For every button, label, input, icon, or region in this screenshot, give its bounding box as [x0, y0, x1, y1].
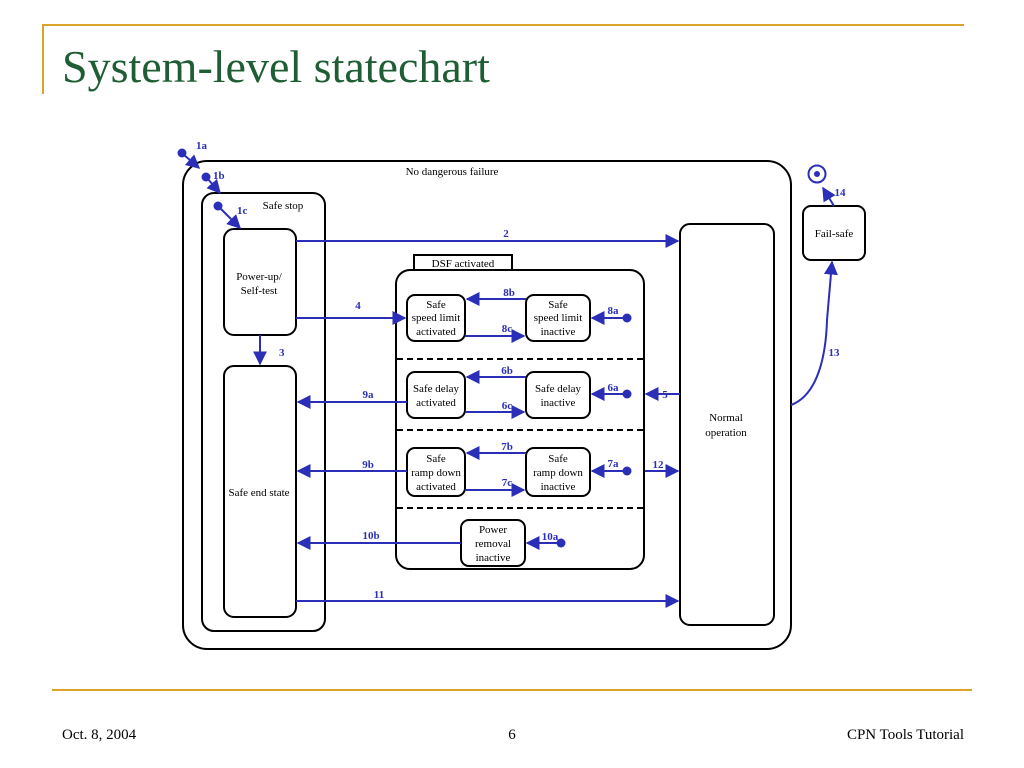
- transition-1b: [206, 177, 221, 195]
- label-12: 12: [653, 459, 665, 471]
- label-6b: 6b: [501, 365, 513, 377]
- state-sd-inactive-label-2: inactive: [541, 397, 576, 409]
- label-14: 14: [835, 187, 847, 199]
- label-13: 13: [829, 347, 841, 359]
- state-sd-activated-label-1: Safe delay: [413, 383, 460, 395]
- state-power-up-label-2: Self-test: [241, 285, 278, 297]
- state-srd-inactive-label-2: ramp down: [533, 467, 583, 479]
- transition-1a: [182, 153, 201, 169]
- state-ssl-activated: [406, 294, 466, 342]
- initial-dot-6a: [622, 389, 632, 399]
- top-accent-bar: [42, 24, 964, 26]
- state-ssl-inactive-label-2: speed limit: [534, 312, 583, 324]
- state-safe-stop-label: Safe stop: [263, 200, 304, 212]
- left-accent-bar: [42, 24, 44, 94]
- label-1a: 1a: [196, 140, 208, 152]
- state-fail-safe-label: Fail-safe: [815, 228, 854, 240]
- label-10a: 10a: [542, 531, 559, 543]
- state-ssl-inactive: [525, 294, 591, 342]
- label-7c: 7c: [502, 477, 513, 489]
- initial-dot-10a: [556, 538, 566, 548]
- bottom-accent-bar: [52, 689, 972, 691]
- label-4: 4: [355, 300, 361, 312]
- label-9a: 9a: [363, 389, 375, 401]
- label-8a: 8a: [608, 305, 620, 317]
- transition-1c: [218, 206, 241, 229]
- transition-14: [822, 186, 836, 207]
- label-7b: 7b: [501, 441, 513, 453]
- state-dsf-activated-label: DSF activated: [432, 258, 495, 270]
- label-6a: 6a: [608, 382, 620, 394]
- state-safe-end-label: Safe end state: [228, 487, 289, 499]
- state-srd-activated-label-2: ramp down: [411, 467, 461, 479]
- label-10b: 10b: [362, 530, 379, 542]
- state-normal-label-1: Normal: [709, 412, 743, 424]
- state-normal-operation: [679, 223, 775, 626]
- label-7a: 7a: [608, 458, 620, 470]
- state-normal-label-2: operation: [705, 427, 747, 439]
- label-8b: 8b: [503, 287, 515, 299]
- state-srd-inactive-label-3: inactive: [541, 481, 576, 493]
- state-srd-inactive: [525, 447, 591, 497]
- state-sd-inactive-label-1: Safe delay: [535, 383, 582, 395]
- label-11: 11: [374, 589, 384, 601]
- state-sd-activated: [406, 371, 466, 419]
- state-power-removal-label-1: Power: [479, 524, 507, 536]
- state-sd-inactive: [525, 371, 591, 419]
- label-5: 5: [662, 389, 668, 401]
- state-ssl-activated-label-3: activated: [416, 326, 456, 338]
- label-1c: 1c: [237, 205, 248, 217]
- label-6c: 6c: [502, 400, 513, 412]
- state-ssl-activated-label-2: speed limit: [412, 312, 461, 324]
- label-1b: 1b: [213, 170, 225, 182]
- state-power-removal-label-3: inactive: [476, 552, 511, 564]
- label-8c: 8c: [502, 323, 513, 335]
- footer-page-number: 6: [508, 727, 516, 743]
- transition-13: [790, 260, 838, 406]
- state-power-removal-label-2: removal: [475, 538, 511, 550]
- footer-date: Oct. 8, 2004: [62, 727, 137, 743]
- label-2: 2: [503, 228, 509, 240]
- final-state-dot: [814, 171, 820, 177]
- state-power-up-label-1: Power-up/: [236, 271, 283, 283]
- state-ssl-inactive-label-3: inactive: [541, 326, 576, 338]
- state-ssl-inactive-label-1: Safe: [548, 299, 568, 311]
- state-srd-inactive-label-1: Safe: [548, 453, 568, 465]
- initial-dot-7a: [622, 466, 632, 476]
- footer-title: CPN Tools Tutorial: [846, 727, 964, 743]
- label-3: 3: [279, 347, 285, 359]
- state-srd-activated-label-3: activated: [416, 481, 456, 493]
- state-no-dangerous-failure-label: No dangerous failure: [406, 166, 499, 178]
- label-9b: 9b: [362, 459, 374, 471]
- state-safe-end: [223, 365, 297, 618]
- initial-dot-8a: [622, 313, 632, 323]
- state-sd-activated-label-2: activated: [416, 397, 456, 409]
- state-srd-activated-label-1: Safe: [426, 453, 446, 465]
- state-dsf-activated-tab: [413, 254, 513, 271]
- slide-title: System-level statechart: [62, 41, 490, 92]
- state-ssl-activated-label-1: Safe: [426, 299, 446, 311]
